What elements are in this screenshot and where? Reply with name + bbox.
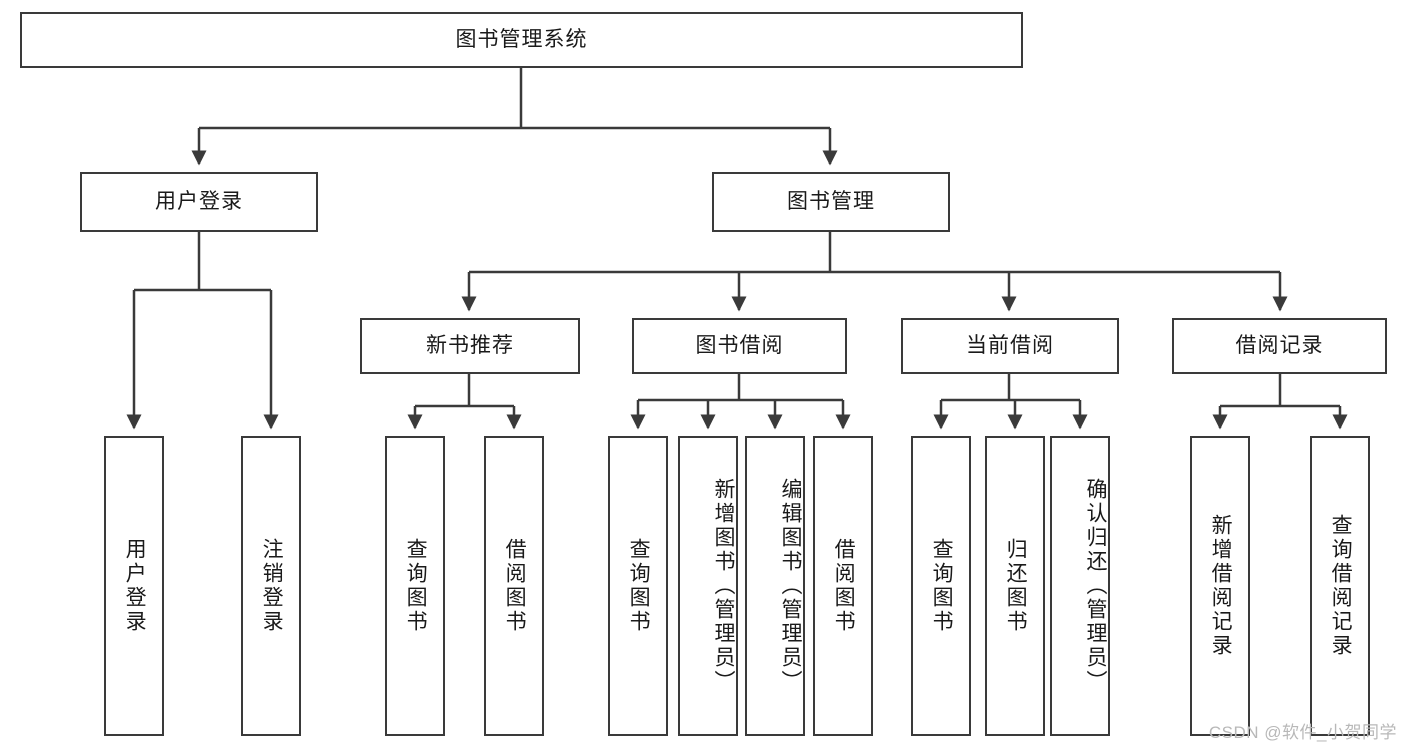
node-book-borrow[interactable]: 图书借阅 [632,318,847,374]
node-leaf-user-login[interactable]: 用户登录 [104,436,164,736]
node-borrow-record-label: 借阅记录 [1235,334,1324,358]
node-leaf-confirm-return[interactable]: 确认归还（管理员） [1050,436,1110,736]
node-leaf-add-record[interactable]: 新增借阅记录 [1190,436,1250,736]
node-root[interactable]: 图书管理系统 [20,12,1023,68]
node-leaf-query-book-cur[interactable]: 查询图书 [911,436,971,736]
node-leaf-add-book[interactable]: 新增图书（管理员） [678,436,738,736]
node-leaf-query-book-cur-label: 查询图书 [930,538,954,634]
node-borrow-record[interactable]: 借阅记录 [1172,318,1387,374]
node-book-borrow-label: 图书借阅 [695,334,784,358]
watermark: CSDN @软件_小贺同学 [1208,723,1397,742]
node-leaf-query-record[interactable]: 查询借阅记录 [1310,436,1370,736]
node-book-manage-label: 图书管理 [787,190,875,214]
node-leaf-user-logout[interactable]: 注销登录 [241,436,301,736]
node-leaf-add-record-label: 新增借阅记录 [1209,514,1233,658]
node-new-book-rec[interactable]: 新书推荐 [360,318,580,374]
node-leaf-user-logout-label: 注销登录 [260,538,284,634]
node-leaf-query-book-rec[interactable]: 查询图书 [385,436,445,736]
node-leaf-query-book-borrow[interactable]: 查询图书 [608,436,668,736]
node-book-manage[interactable]: 图书管理 [712,172,950,232]
node-leaf-query-book-borrow-label: 查询图书 [627,538,651,634]
node-root-label: 图书管理系统 [455,28,588,52]
node-leaf-edit-book[interactable]: 编辑图书（管理员） [745,436,805,736]
node-leaf-add-book-label: 新增图书（管理员） [712,478,735,694]
node-leaf-borrow-book[interactable]: 借阅图书 [813,436,873,736]
node-leaf-query-record-label: 查询借阅记录 [1329,514,1353,658]
node-user-login-label: 用户登录 [155,190,243,214]
node-leaf-query-book-rec-label: 查询图书 [404,538,428,634]
node-leaf-user-login-label: 用户登录 [123,538,147,634]
node-user-login[interactable]: 用户登录 [80,172,318,232]
node-leaf-return-book[interactable]: 归还图书 [985,436,1045,736]
node-leaf-edit-book-label: 编辑图书（管理员） [779,478,802,694]
node-leaf-return-book-label: 归还图书 [1004,538,1028,634]
node-leaf-borrow-book-label: 借阅图书 [832,538,856,634]
node-leaf-confirm-return-label: 确认归还（管理员） [1084,478,1107,694]
node-leaf-borrow-book-rec-label: 借阅图书 [503,538,527,634]
node-current-borrow[interactable]: 当前借阅 [901,318,1119,374]
node-leaf-borrow-book-rec[interactable]: 借阅图书 [484,436,544,736]
node-current-borrow-label: 当前借阅 [966,334,1054,358]
node-new-book-rec-label: 新书推荐 [426,334,514,358]
